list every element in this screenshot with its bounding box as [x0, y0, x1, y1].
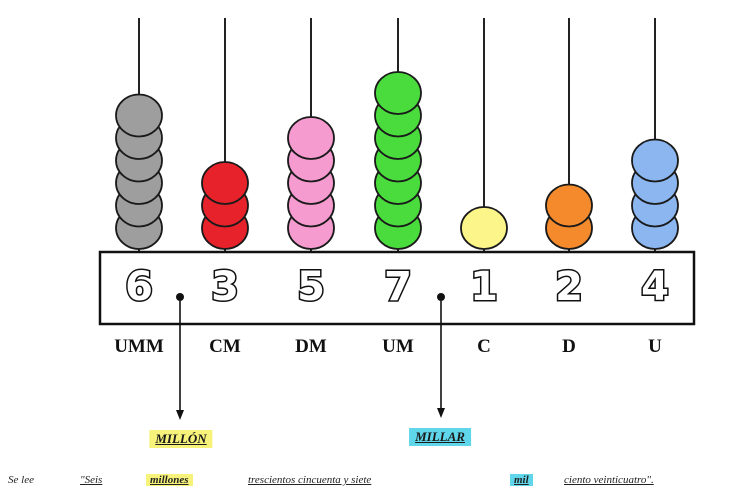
- abacus-rods: [115, 18, 679, 252]
- bead-u: [631, 138, 679, 183]
- digit-row: 6 3 5 7 1 2 4: [124, 263, 671, 312]
- bead-umm: [115, 93, 163, 138]
- bead-dm: [287, 116, 335, 160]
- digit-c: 1: [470, 264, 498, 310]
- place-label-d: D: [562, 336, 576, 357]
- reading-prefix: Se lee: [8, 474, 34, 486]
- million-separator-dot: [176, 293, 184, 301]
- thousand-tag: MILLAR: [409, 428, 471, 446]
- bead-cm: [201, 161, 249, 205]
- place-label-c: C: [477, 336, 491, 357]
- bead-um: [374, 71, 422, 115]
- number-reading: Se lee "Seis millones trescientos cincue…: [8, 474, 728, 494]
- thousand-arrow-head: [437, 408, 445, 418]
- place-label-um: UM: [382, 336, 414, 357]
- reading-seis: "Seis: [80, 474, 103, 486]
- bead-c: [460, 206, 508, 250]
- digit-d: 2: [555, 264, 583, 310]
- million-tag: MILLÓN: [149, 430, 213, 448]
- million-arrow-head: [176, 410, 184, 420]
- bead-d: [545, 183, 593, 228]
- reading-millones: millones: [146, 474, 193, 486]
- place-label-umm: UMM: [114, 336, 164, 357]
- digit-um: 7: [384, 264, 412, 310]
- digit-u: 4: [641, 264, 669, 310]
- reading-end: ciento veinticuatro".: [564, 474, 654, 486]
- digit-dm: 5: [297, 264, 325, 310]
- digit-cm: 3: [211, 264, 239, 310]
- reading-mil: mil: [510, 474, 533, 486]
- reading-middle: trescientos cincuenta y siete: [248, 474, 372, 486]
- thousand-separator-dot: [437, 293, 445, 301]
- place-label-cm: CM: [209, 336, 241, 357]
- digit-umm: 6: [125, 264, 153, 310]
- place-label-dm: DM: [295, 336, 327, 357]
- digit-frame: [98, 250, 696, 326]
- place-label-u: U: [648, 336, 662, 357]
